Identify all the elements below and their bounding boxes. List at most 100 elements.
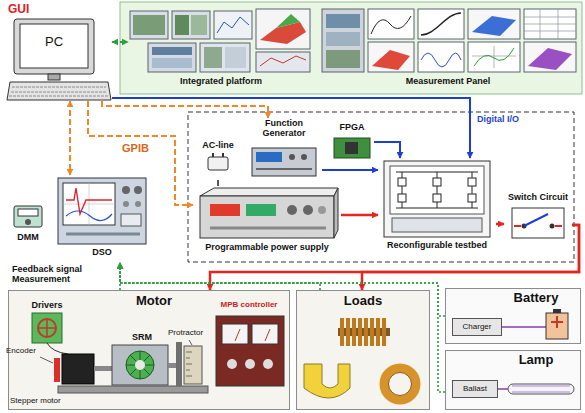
battery-symbol	[546, 313, 568, 339]
load-components	[304, 364, 350, 398]
node-label: Switch Circuit	[504, 192, 572, 202]
measurement-screenshot	[524, 9, 576, 39]
power-supply	[246, 204, 276, 216]
screenshot-group: Integrated platform	[128, 6, 314, 90]
switch-symbol	[514, 225, 562, 227]
screenshot	[276, 14, 300, 28]
fpga-board: FPGA	[330, 122, 374, 162]
measurement-screenshot	[528, 48, 572, 70]
node-label: MPB controller	[212, 300, 286, 309]
screenshot	[130, 11, 168, 39]
load-components	[389, 373, 412, 396]
oscilloscope	[63, 183, 115, 225]
power-supply	[334, 188, 338, 238]
motor-bench	[135, 360, 145, 370]
screenshot	[200, 43, 250, 72]
node-label: Ballast	[453, 384, 497, 393]
pc-monitor	[20, 24, 88, 68]
motor-bench	[62, 354, 94, 384]
ac-plug	[213, 153, 223, 157]
screenshot	[256, 52, 310, 72]
load-components	[304, 318, 416, 400]
ballast-box: Ballast	[452, 380, 498, 398]
measurement-screenshot	[326, 50, 360, 68]
equipment-frame	[188, 112, 574, 262]
ac-plug	[208, 157, 228, 170]
measurement-screenshot	[368, 42, 414, 72]
dmm-meter	[14, 206, 42, 227]
switch-symbol	[550, 224, 555, 229]
node-text: PC	[20, 35, 88, 50]
measurement-screenshot	[371, 16, 411, 34]
measurement-screenshot	[472, 46, 516, 68]
screenshot	[130, 9, 310, 72]
bus-label: GPIB	[122, 142, 162, 155]
connector	[322, 169, 378, 171]
power-supply: Programmable power supply	[193, 186, 341, 256]
load-components	[384, 368, 416, 400]
power-supply	[200, 188, 338, 238]
equipment-frame	[188, 112, 574, 262]
node-label: Loads	[297, 294, 429, 309]
power-supply	[318, 206, 326, 214]
fpga-board	[334, 138, 370, 158]
battery-symbol	[502, 326, 546, 328]
measurement-screenshot	[524, 42, 576, 72]
loads-panel: Loads	[296, 290, 430, 410]
measurement-screenshot	[421, 13, 461, 35]
screenshot	[204, 47, 222, 68]
motor-bench	[126, 351, 154, 379]
oscilloscope	[66, 211, 112, 221]
function-generator	[289, 154, 295, 160]
panel-ground	[8, 288, 581, 410]
measurement-screenshot	[322, 9, 364, 72]
panel-ground	[445, 350, 581, 410]
power-supply	[200, 188, 338, 196]
dmm-meter	[14, 206, 42, 227]
charger-box: Charger	[452, 318, 502, 336]
node-label: Function Generator	[246, 118, 322, 139]
measurement-screenshot	[472, 16, 516, 36]
dmm-meter	[18, 209, 38, 216]
node-label: Charger	[453, 322, 501, 331]
motor-bench	[112, 345, 168, 385]
pc-monitor	[7, 82, 111, 100]
pc-monitor	[9, 87, 109, 96]
screenshot	[225, 47, 246, 68]
motor-bench	[176, 342, 182, 386]
measurement-screenshot	[421, 53, 461, 67]
node-label: Battery	[496, 291, 576, 306]
switch-symbol	[512, 208, 564, 238]
screenshot	[217, 17, 249, 33]
motor-bench	[245, 359, 255, 369]
function-generator	[256, 168, 312, 170]
connector	[112, 41, 128, 43]
power-supply	[200, 196, 334, 238]
dmm-meter	[25, 219, 31, 225]
screenshot	[172, 11, 210, 39]
connector	[69, 101, 71, 175]
measurement-screenshot	[418, 42, 464, 72]
lamp-tube	[508, 384, 574, 394]
pc-monitor	[48, 74, 60, 80]
measurement-screenshot	[524, 9, 576, 39]
testbed-board	[392, 218, 482, 232]
load-components	[342, 318, 384, 346]
dmm-meter: DMM	[8, 204, 48, 246]
function-generator	[252, 148, 316, 176]
connector	[210, 225, 579, 290]
testbed-board	[468, 178, 476, 186]
node-label: Integrated platform	[128, 76, 314, 86]
motor-bench	[38, 319, 56, 337]
screenshot	[152, 58, 192, 68]
oscilloscope	[121, 214, 141, 226]
function-generator: Function Generator	[246, 118, 322, 180]
motor-panel: DriversMPB controllerMotor	[8, 290, 290, 410]
motor-bench	[184, 346, 202, 384]
node-label: AC-line	[196, 140, 240, 150]
testbed-board	[468, 194, 476, 202]
screenshot	[133, 15, 165, 35]
